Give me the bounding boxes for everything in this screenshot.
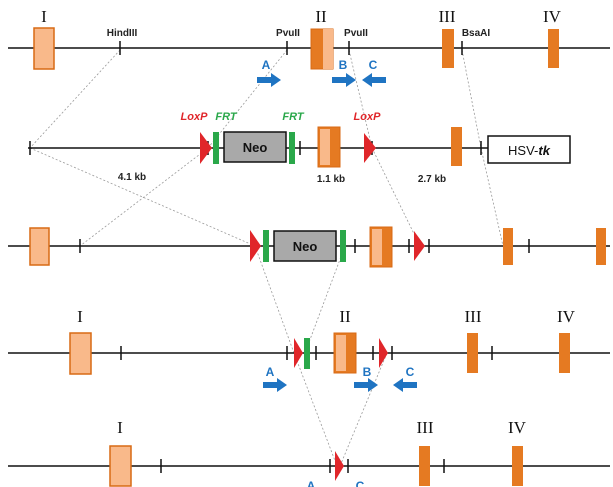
vector-exon-III-box: [451, 127, 462, 166]
exon-label-I: I: [41, 7, 47, 26]
loxp-label-1: LoxP: [181, 111, 209, 123]
floxed-exon-I-box: [69, 332, 92, 375]
row-wildtype-locus: I II III IV HindIII PvuII PvuII BsaAI A …: [8, 7, 610, 87]
deleted-primer-C-label: C: [356, 479, 365, 487]
loxp-site-2: [364, 133, 376, 163]
deleted-loxp-site: [335, 451, 344, 481]
row-floxed-allele: I II III IV A B C: [8, 307, 610, 392]
floxed-exon-label-III: III: [465, 307, 482, 326]
targeted-exon-I-box: [29, 227, 50, 266]
alignment-dashed-lines: [29, 49, 504, 467]
row-deleted-allele: I III IV A C: [8, 418, 610, 487]
targeted-loxp-site-2: [414, 231, 425, 261]
deleted-primer-A-label: A: [307, 479, 316, 487]
frt-label-2: FRT: [282, 111, 304, 123]
floxed-exon-III-box: [467, 333, 478, 373]
targeted-exon-III-box: [503, 228, 513, 265]
targeted-exon-II-box: [369, 226, 393, 268]
arm-length-4-1kb: 4.1 kb: [118, 172, 146, 183]
exon-IV-box: [548, 29, 559, 68]
floxed-primer-C-arrow: [393, 378, 417, 392]
floxed-primer-A-arrow: [263, 378, 287, 392]
frt-site-1: [213, 132, 219, 164]
targeted-exon-IV-box: [596, 228, 606, 265]
deleted-exon-IV-box: [512, 446, 523, 486]
row-targeting-vector: LoxP FRT FRT LoxP Neo HSV-tk 4.1 kb 1.1 …: [28, 111, 571, 185]
pvuii-site-label-2: PvuII: [344, 28, 368, 39]
floxed-exon-label-I: I: [77, 307, 83, 326]
hsv-tk-box: [487, 135, 571, 164]
frt-site-2: [289, 132, 295, 164]
pvuii-site-label-1: PvuII: [276, 28, 300, 39]
floxed-primer-A-label: A: [266, 365, 275, 379]
primer-B-arrow: [332, 73, 356, 87]
neo-cassette-label: Neo: [243, 140, 268, 155]
arm-length-1-1kb: 1.1 kb: [317, 174, 345, 185]
exon-III-box: [442, 29, 454, 68]
floxed-exon-IV-box: [559, 333, 570, 373]
floxed-frt-site: [304, 338, 310, 369]
floxed-primer-B-label: B: [363, 365, 372, 379]
primer-A-arrow: [257, 73, 281, 87]
loxp-site-1: [200, 132, 212, 164]
vector-exon-II-box: [317, 126, 341, 168]
deleted-exon-I-box: [109, 445, 132, 487]
floxed-exon-label-IV: IV: [557, 307, 576, 326]
floxed-primer-B-arrow: [354, 378, 378, 392]
row-targeted-allele: Neo: [8, 226, 610, 268]
targeted-loxp-site-1: [250, 230, 261, 262]
floxed-exon-II-box: [333, 332, 357, 374]
hsv-tk-label: HSV-tk: [508, 143, 551, 158]
targeted-frt-site-2: [340, 230, 346, 262]
targeted-neo-box: [273, 230, 337, 262]
floxed-loxp-site-1: [294, 338, 303, 368]
floxed-exon-label-II: II: [339, 307, 351, 326]
bsaai-site-label: BsaAI: [462, 28, 491, 39]
deleted-exon-label-III: III: [417, 418, 434, 437]
primer-A-label: A: [262, 58, 271, 72]
frt-label-1: FRT: [215, 111, 237, 123]
loxp-label-2: LoxP: [354, 111, 382, 123]
primer-B-label: B: [339, 58, 348, 72]
arm-length-2-7kb: 2.7 kb: [418, 174, 446, 185]
deleted-exon-label-IV: IV: [508, 418, 527, 437]
exon-label-III: III: [439, 7, 456, 26]
targeted-neo-label: Neo: [293, 239, 318, 254]
exon-II-box: [310, 28, 334, 70]
targeted-frt-site-1: [263, 230, 269, 262]
deleted-exon-label-I: I: [117, 418, 123, 437]
exon-label-II: II: [315, 7, 327, 26]
floxed-primer-C-label: C: [406, 365, 415, 379]
primer-C-arrow: [362, 73, 386, 87]
neo-cassette-box: [223, 131, 287, 163]
exon-label-IV: IV: [543, 7, 562, 26]
primer-C-label: C: [369, 58, 378, 72]
floxed-loxp-site-2: [379, 338, 388, 368]
hindiii-site-label: HindIII: [107, 28, 138, 39]
deleted-exon-III-box: [419, 446, 430, 486]
exon-I-box: [33, 27, 55, 70]
